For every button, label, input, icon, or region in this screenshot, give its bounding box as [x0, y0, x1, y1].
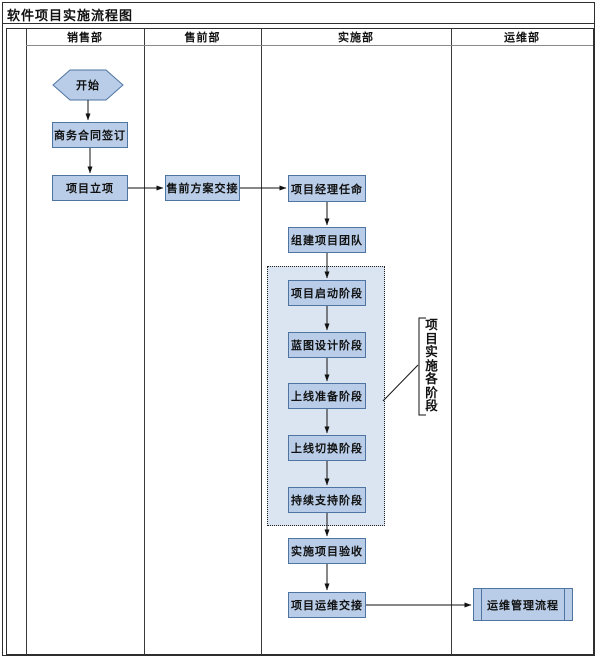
node-project-acceptance[interactable]: 实施项目验收	[288, 538, 366, 564]
node-start[interactable]: 开始	[76, 80, 100, 92]
node-project-initiation[interactable]: 项目立项	[52, 175, 128, 201]
margin-column-divider	[26, 29, 27, 654]
node-phase-kickoff[interactable]: 项目启动阶段	[288, 280, 366, 306]
swimlane-table: 销售部 售前部 实施部 运维部	[6, 28, 594, 655]
lane-header-underline	[26, 45, 593, 46]
lane-header-operations: 运维部	[504, 32, 540, 44]
node-ops-management-process[interactable]: 运维管理流程	[473, 588, 573, 621]
node-presales-handover[interactable]: 售前方案交接	[165, 175, 240, 201]
node-pm-appointment[interactable]: 项目经理任命	[288, 175, 366, 202]
lane-divider-presales-implementation	[261, 29, 262, 654]
title-underline	[2, 23, 594, 24]
lane-divider-sales-presales	[144, 29, 145, 654]
node-phase-support[interactable]: 持续支持阶段	[288, 487, 366, 513]
lane-header-implementation: 实施部	[338, 32, 374, 44]
lane-divider-implementation-operations	[451, 29, 452, 654]
node-contract-signing[interactable]: 商务合同签订	[52, 122, 128, 148]
node-phase-blueprint[interactable]: 蓝图设计阶段	[288, 332, 366, 358]
lane-header-sales: 销售部	[67, 32, 103, 44]
node-phase-golive-prep[interactable]: 上线准备阶段	[288, 383, 366, 409]
node-team-building[interactable]: 组建项目团队	[288, 227, 366, 253]
node-ops-handover[interactable]: 项目运维交接	[288, 592, 366, 618]
node-phase-golive-switch[interactable]: 上线切换阶段	[288, 435, 366, 461]
lane-header-presales: 售前部	[184, 32, 221, 44]
phases-bracket-label: 项目实施各阶段	[425, 318, 438, 413]
diagram-title: 软件项目实施流程图	[7, 8, 134, 23]
